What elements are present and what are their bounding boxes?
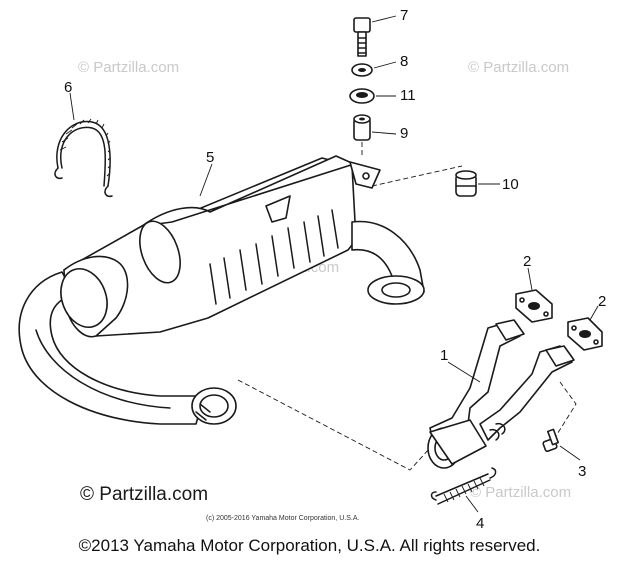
callout-9: 9 bbox=[400, 125, 408, 142]
part-4-spring[interactable] bbox=[430, 467, 497, 505]
leader-2a bbox=[527, 267, 533, 291]
part-7-bolt[interactable] bbox=[353, 17, 371, 57]
part-11-grommet[interactable] bbox=[349, 88, 375, 104]
callout-3: 3 bbox=[578, 463, 586, 480]
leader-bolt-3 bbox=[555, 381, 577, 437]
callout-10: 10 bbox=[502, 176, 519, 193]
leader-6 bbox=[69, 92, 75, 121]
watermark-top-right: © Partzilla.com bbox=[468, 59, 569, 76]
callout-2b: 2 bbox=[598, 293, 606, 310]
leader-2b bbox=[589, 305, 599, 321]
callout-4: 4 bbox=[476, 515, 484, 532]
part-2-gasket-right[interactable] bbox=[567, 317, 603, 351]
footer-copyright: ©2013 Yamaha Motor Corporation, U.S.A. A… bbox=[78, 536, 541, 555]
leader-4 bbox=[465, 495, 479, 513]
leader-8 bbox=[373, 61, 397, 69]
leader-5 bbox=[199, 163, 213, 197]
leader-3 bbox=[559, 445, 581, 461]
watermark-top-left: © Partzilla.com bbox=[78, 59, 179, 76]
callout-2a: 2 bbox=[523, 253, 531, 270]
callout-6: 6 bbox=[64, 79, 72, 96]
leader-1 bbox=[447, 361, 481, 383]
part-2-gasket-left[interactable] bbox=[515, 289, 553, 323]
part-6-spring-hose[interactable] bbox=[54, 118, 113, 198]
callout-5: 5 bbox=[206, 149, 214, 166]
outlet-pipe[interactable] bbox=[351, 220, 425, 305]
part-9-collar[interactable] bbox=[353, 114, 371, 141]
exhaust-pipe-loop[interactable] bbox=[18, 271, 237, 425]
leader-mount-10 bbox=[371, 165, 463, 187]
part-5-muffler[interactable] bbox=[53, 155, 381, 338]
part-3-bolt[interactable] bbox=[542, 428, 560, 452]
watermark-bottom-left: © Partzilla.com bbox=[80, 484, 208, 505]
callout-7: 7 bbox=[400, 7, 408, 24]
leader-7 bbox=[371, 15, 397, 23]
callout-11: 11 bbox=[400, 87, 416, 104]
watermark-bottom-right: © Partzilla.com bbox=[470, 484, 571, 501]
part-10-damper[interactable] bbox=[455, 170, 477, 197]
leader-9 bbox=[371, 131, 397, 135]
small-copyright: (c) 2005-2016 Yamaha Motor Corporation, … bbox=[206, 515, 359, 522]
part-1-exhaust-header[interactable] bbox=[427, 319, 575, 469]
callout-8: 8 bbox=[400, 53, 408, 70]
part-8-washer[interactable] bbox=[351, 63, 373, 77]
leader-pipe-joint bbox=[237, 379, 431, 471]
callout-1: 1 bbox=[440, 347, 448, 364]
